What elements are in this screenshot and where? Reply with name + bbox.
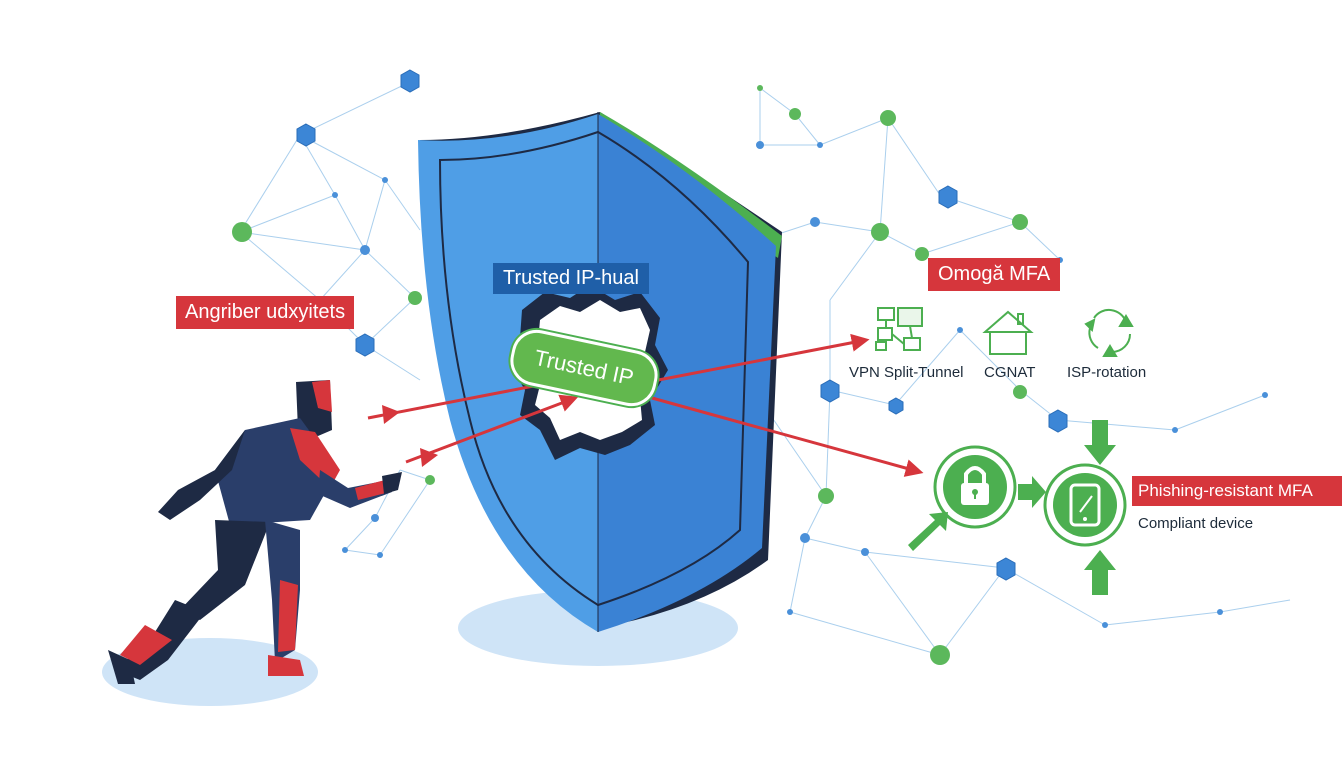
recycle-icon <box>1084 308 1134 357</box>
attacker-figure <box>108 380 402 684</box>
bypass-label-cgnat: CGNAT <box>984 364 1036 381</box>
attacker-label: Angriber udxyitets <box>176 296 355 329</box>
network-nodes <box>232 85 1268 665</box>
network-mesh <box>239 81 1291 656</box>
mfa-header-label: Omogă MFA <box>928 258 1061 291</box>
network-cubes <box>296 69 1068 581</box>
attack-arrows <box>367 333 924 477</box>
lock-icon <box>961 466 989 505</box>
green-arrows <box>908 420 1116 595</box>
arrow-chevrons <box>382 405 438 467</box>
network-icon <box>875 307 923 351</box>
house-icon <box>982 310 1034 355</box>
shield-banner: Trusted IP-hual <box>493 263 649 294</box>
bypass-label-isp: ISP-rotation <box>1067 364 1147 381</box>
phishing-mfa-label: Phishing-resistant MFA <box>1132 476 1342 506</box>
bypass-label-vpn: VPN Split-Tunnel <box>849 364 964 381</box>
compliant-device-label: Compliant device <box>1138 515 1254 532</box>
phone-icon <box>1069 483 1101 527</box>
